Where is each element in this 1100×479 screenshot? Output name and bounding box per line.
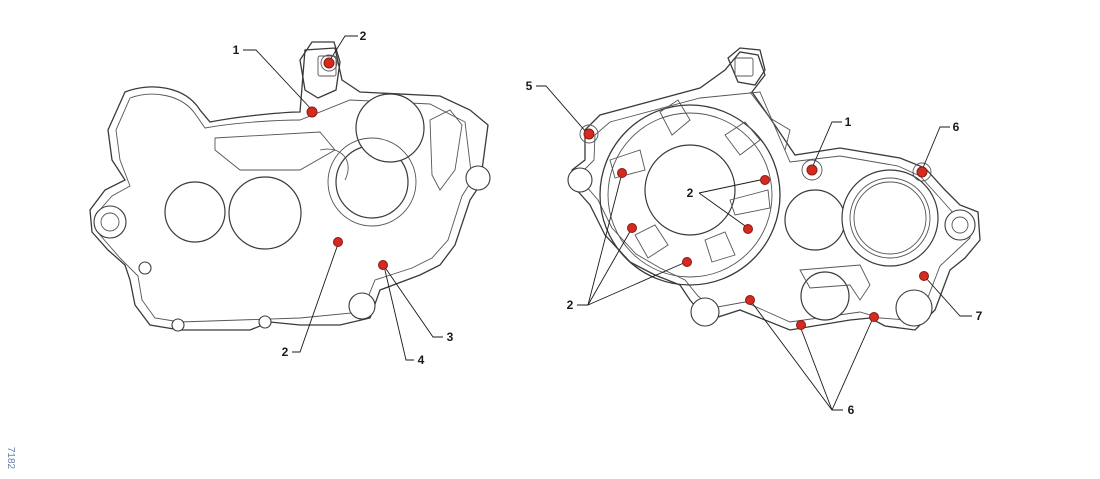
- callout-label: 2: [687, 186, 694, 200]
- fastener-marker: [682, 257, 692, 267]
- callout-label: 5: [526, 79, 533, 93]
- fastener-marker: [378, 260, 388, 270]
- fastener-marker: [919, 271, 929, 281]
- right-fastener-markers: [583, 128, 929, 330]
- callout-label: 7: [976, 309, 983, 323]
- callout-label: 4: [418, 353, 425, 367]
- callout-label: 6: [953, 120, 960, 134]
- fastener-marker: [869, 312, 879, 322]
- callout-label: 2: [567, 298, 574, 312]
- callout-label: 1: [845, 115, 852, 129]
- fastener-marker: [916, 166, 928, 178]
- left-leaders: [243, 35, 443, 361]
- callout-label: 3: [447, 330, 454, 344]
- right-crankcase-view: [567, 47, 981, 331]
- right-leaders: [536, 85, 972, 411]
- fastener-marker: [323, 57, 335, 69]
- left-crankcase-view: [89, 41, 491, 332]
- fastener-marker: [306, 106, 318, 118]
- fastener-marker: [796, 320, 806, 330]
- figure-reference-code: 7182: [5, 447, 16, 470]
- fastener-marker: [333, 237, 343, 247]
- fastener-marker: [583, 128, 595, 140]
- fastener-marker: [760, 175, 770, 185]
- fastener-marker: [806, 164, 818, 176]
- fastener-marker: [745, 295, 755, 305]
- callout-label: 1: [233, 43, 240, 57]
- callout-label: 2: [282, 345, 289, 359]
- left-fastener-markers: [306, 54, 388, 270]
- callout-label: 2: [360, 29, 367, 43]
- fastener-marker: [617, 168, 627, 178]
- fastener-marker: [627, 223, 637, 233]
- callout-label: 6: [848, 403, 855, 417]
- fastener-marker: [743, 224, 753, 234]
